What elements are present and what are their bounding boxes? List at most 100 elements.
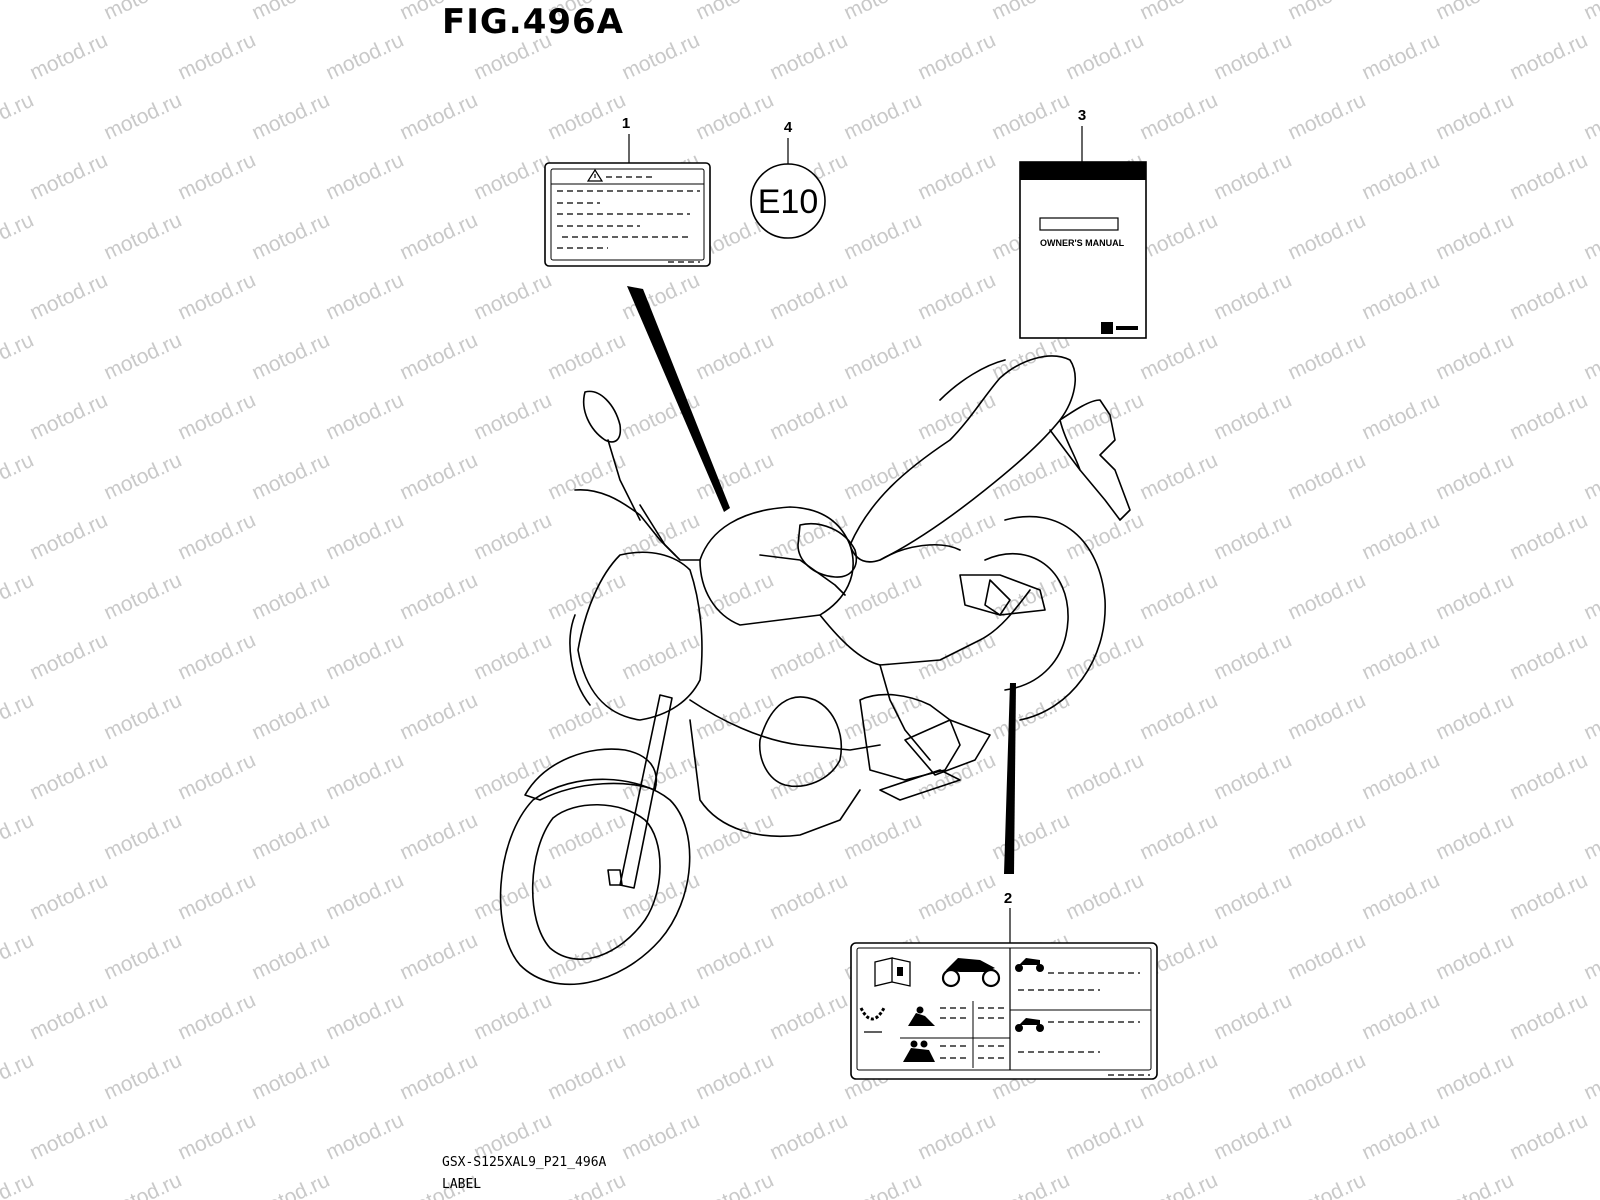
watermark-text: motod.ru xyxy=(1284,1169,1369,1200)
watermark-text: motod.ru xyxy=(174,389,259,445)
watermark-text: motod.ru xyxy=(322,629,407,685)
watermark-text: motod.ru xyxy=(1284,0,1369,25)
watermark-text: motod.ru xyxy=(248,809,333,865)
watermark-text: motod.ru xyxy=(1284,89,1369,145)
watermark-text: motod.ru xyxy=(840,89,925,145)
watermark-text: motod.ru xyxy=(1284,929,1369,985)
watermark-text: motod.ru xyxy=(1358,29,1443,85)
watermark-text: motod.ru xyxy=(396,1049,481,1105)
watermark-text: motod.ru xyxy=(914,149,999,205)
watermark-text: motod.ru xyxy=(174,269,259,325)
watermark-text: motod.ru xyxy=(544,1049,629,1105)
watermark-text: motod.ru xyxy=(618,869,703,925)
watermark-text: motod.ru xyxy=(100,929,185,985)
watermark-text: motod.ru xyxy=(26,989,111,1045)
watermark-text: motod.ru xyxy=(1062,869,1147,925)
watermark-text: motod.ru xyxy=(1580,689,1600,745)
watermark-text: motod.ru xyxy=(1580,1169,1600,1200)
watermark-text: motod.ru xyxy=(248,1049,333,1105)
watermark-text: motod.ru xyxy=(174,629,259,685)
watermark-text: motod.ru xyxy=(1284,209,1369,265)
rider-passenger-icon xyxy=(903,1040,935,1062)
watermark-text: motod.ru xyxy=(1506,989,1591,1045)
callout-warning-label[interactable]: 1 xyxy=(544,115,711,267)
watermark-text: motod.ru xyxy=(100,89,185,145)
watermark-text: motod.ru xyxy=(1432,329,1517,385)
watermark-text: motod.ru xyxy=(840,209,925,265)
e10-sticker-text: E10 xyxy=(758,183,819,221)
watermark-text: motod.ru xyxy=(1580,809,1600,865)
watermark-text: motod.ru xyxy=(26,1109,111,1165)
watermark-text: motod.ru xyxy=(322,509,407,565)
watermark-text: motod.ru xyxy=(1358,869,1443,925)
watermark-text: motod.ru xyxy=(1432,449,1517,505)
watermark-text: motod.ru xyxy=(1210,869,1295,925)
callout-number-4: 4 xyxy=(784,119,793,136)
watermark-text: motod.ru xyxy=(174,29,259,85)
watermark-text: motod.ru xyxy=(1210,149,1295,205)
watermark-text: motod.ru xyxy=(766,389,851,445)
watermark-text: motod.ru xyxy=(174,749,259,805)
watermark-text: motod.ru xyxy=(0,209,37,265)
brand-logo-icon xyxy=(1101,322,1113,334)
watermark-text: motod.ru xyxy=(766,1109,851,1165)
wheel-pressure-icon-1 xyxy=(1015,958,1044,972)
watermark-text: motod.ru xyxy=(1136,1169,1221,1200)
watermark-text: motod.ru xyxy=(174,989,259,1045)
watermark-text: motod.ru xyxy=(174,869,259,925)
watermark-text: motod.ru xyxy=(100,449,185,505)
watermark-text: motod.ru xyxy=(544,929,629,985)
watermark-text: motod.ru xyxy=(1284,1049,1369,1105)
watermark-text: motod.ru xyxy=(1358,989,1443,1045)
callout-e10-sticker[interactable]: 4 E10 xyxy=(750,119,826,239)
watermark-text: motod.ru xyxy=(1284,809,1369,865)
watermark-text: motod.ru xyxy=(1136,569,1221,625)
watermark-text: motod.ru xyxy=(766,509,851,565)
watermark-text: motod.ru xyxy=(26,749,111,805)
watermark-text: motod.ru xyxy=(396,689,481,745)
watermark-text: motod.ru xyxy=(322,869,407,925)
watermark-text: motod.ru xyxy=(544,1169,629,1200)
watermark-text: motod.ru xyxy=(1062,389,1147,445)
watermark-text: motod.ru xyxy=(322,749,407,805)
watermark-text: motod.ru xyxy=(1580,329,1600,385)
rider-solo-icon xyxy=(908,1006,935,1026)
callout-owners-manual[interactable]: 3 OWNER'S MANUAL xyxy=(1019,107,1147,339)
watermark-text: motod.ru xyxy=(1432,689,1517,745)
watermark-text: motod.ru xyxy=(1432,209,1517,265)
watermark-text: motod.ru xyxy=(692,329,777,385)
watermark-text: motod.ru xyxy=(692,1049,777,1105)
watermark-text: motod.ru xyxy=(322,1109,407,1165)
watermark-text: motod.ru xyxy=(544,809,629,865)
watermark-text: motod.ru xyxy=(1210,509,1295,565)
watermark-text: motod.ru xyxy=(396,809,481,865)
watermark-text: motod.ru xyxy=(1506,389,1591,445)
watermark-text: motod.ru xyxy=(470,509,555,565)
watermark-text: motod.ru xyxy=(1136,809,1221,865)
watermark-text: motod.ru xyxy=(1432,929,1517,985)
watermark-text: motod.ru xyxy=(1210,269,1295,325)
watermark-text: motod.ru xyxy=(914,389,999,445)
watermark-text: motod.ru xyxy=(396,209,481,265)
warning-triangle-icon xyxy=(586,168,604,182)
watermark-text: motod.ru xyxy=(0,569,37,625)
watermark-text: motod.ru xyxy=(1210,29,1295,85)
callout-tire-info-label[interactable]: 2 xyxy=(850,890,1158,1080)
watermark-text: motod.ru xyxy=(1284,449,1369,505)
watermark-text: motod.ru xyxy=(1358,149,1443,205)
watermark-text: motod.ru xyxy=(692,0,777,25)
watermark-text: motod.ru xyxy=(544,89,629,145)
watermark-text: motod.ru xyxy=(544,689,629,745)
watermark-text: motod.ru xyxy=(1506,1109,1591,1165)
watermark-text: motod.ru xyxy=(1358,629,1443,685)
watermark-text: motod.ru xyxy=(396,449,481,505)
watermark-text: motod.ru xyxy=(0,929,37,985)
watermark-text: motod.ru xyxy=(766,869,851,925)
watermark-text: motod.ru xyxy=(248,689,333,745)
watermark-text: motod.ru xyxy=(1210,749,1295,805)
watermark-text: motod.ru xyxy=(1580,569,1600,625)
watermark-text: motod.ru xyxy=(1062,509,1147,565)
watermark-text: motod.ru xyxy=(692,689,777,745)
callout-number-2: 2 xyxy=(1004,890,1012,907)
watermark-text: motod.ru xyxy=(766,29,851,85)
